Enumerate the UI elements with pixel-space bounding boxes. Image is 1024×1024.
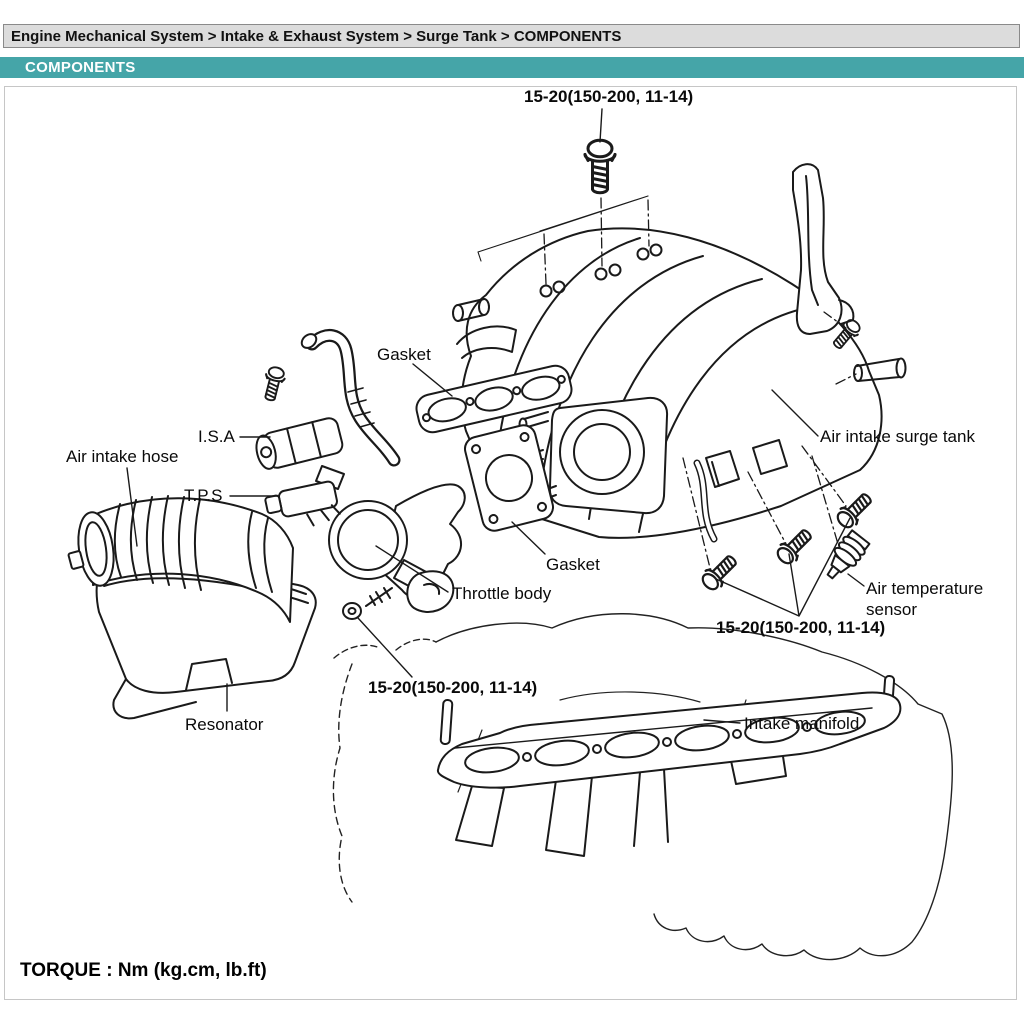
breadcrumb: Engine Mechanical System > Intake & Exha… [3, 24, 1020, 48]
gasket-upper-label: Gasket [377, 345, 431, 364]
torque-note: TORQUE : Nm (kg.cm, lb.ft) [20, 960, 267, 981]
torque-spec-right-label: 15-20(150-200, 11-14) [716, 618, 886, 637]
throttle-body-label: Throttle body [452, 584, 552, 603]
torque-spec-center-label: 15-20(150-200, 11-14) [368, 678, 538, 697]
air-intake-hose-label: Air intake hose [66, 447, 179, 466]
gasket-lower-label: Gasket [546, 555, 600, 574]
air-temperature-sensor-label: Air temperature sensor [866, 579, 984, 620]
torque-spec-top-label: 15-20(150-200, 11-14) [524, 87, 694, 106]
section-header-label: COMPONENTS [25, 59, 136, 76]
figure-box [4, 86, 1017, 1000]
air-intake-surge-tank-label: Air intake surge tank [820, 427, 975, 446]
tps-label: T.P.S [184, 486, 223, 505]
resonator-label: Resonator [185, 715, 264, 734]
section-header-bar: COMPONENTS [0, 57, 1024, 78]
intake-manifold-label: Intake manifold [744, 714, 860, 733]
isa-label: I.S.A [198, 427, 235, 446]
